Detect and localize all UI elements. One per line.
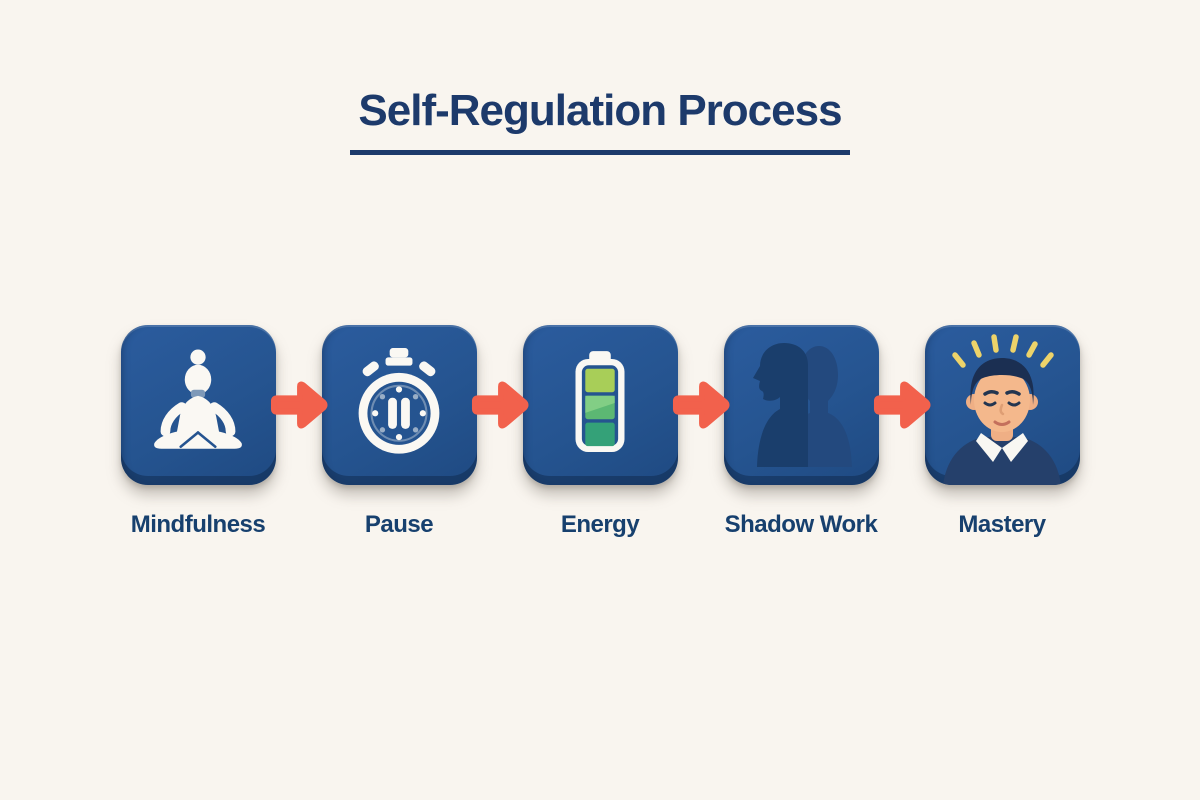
- calm-face-icon: [942, 334, 1061, 485]
- step-label-pause: Pause: [364, 511, 434, 538]
- flow-arrow-icon: [672, 373, 730, 437]
- step-box-mastery: [924, 325, 1080, 485]
- stopwatch-pause-icon: [358, 348, 440, 454]
- step-pause: Pause: [321, 325, 477, 539]
- page-title: Self-Regulation Process: [350, 86, 850, 155]
- process-flow: Mindfulness: [0, 325, 1200, 539]
- step-box-energy: [522, 325, 678, 485]
- step-mindfulness: Mindfulness: [120, 325, 276, 539]
- meditation-icon: [154, 349, 242, 449]
- step-box-shadow-work: [723, 325, 879, 485]
- flow-arrow-icon: [270, 373, 328, 437]
- title-section: Self-Regulation Process: [0, 86, 1200, 155]
- step-label-shadow-work: Shadow Work: [724, 511, 878, 538]
- step-label-energy: Energy: [560, 511, 640, 538]
- step-mastery: Mastery: [924, 325, 1080, 539]
- flow-arrow-icon: [873, 373, 931, 437]
- step-label-mastery: Mastery: [958, 511, 1046, 538]
- battery-icon: [575, 351, 625, 453]
- step-shadow-work: Shadow Work: [723, 325, 879, 539]
- step-box-mindfulness: [120, 325, 276, 485]
- step-box-pause: [321, 325, 477, 485]
- step-energy: Energy: [522, 325, 678, 539]
- dual-silhouette-icon: [752, 343, 852, 467]
- step-label-mindfulness: Mindfulness: [130, 511, 266, 538]
- flow-arrow-icon: [471, 373, 529, 437]
